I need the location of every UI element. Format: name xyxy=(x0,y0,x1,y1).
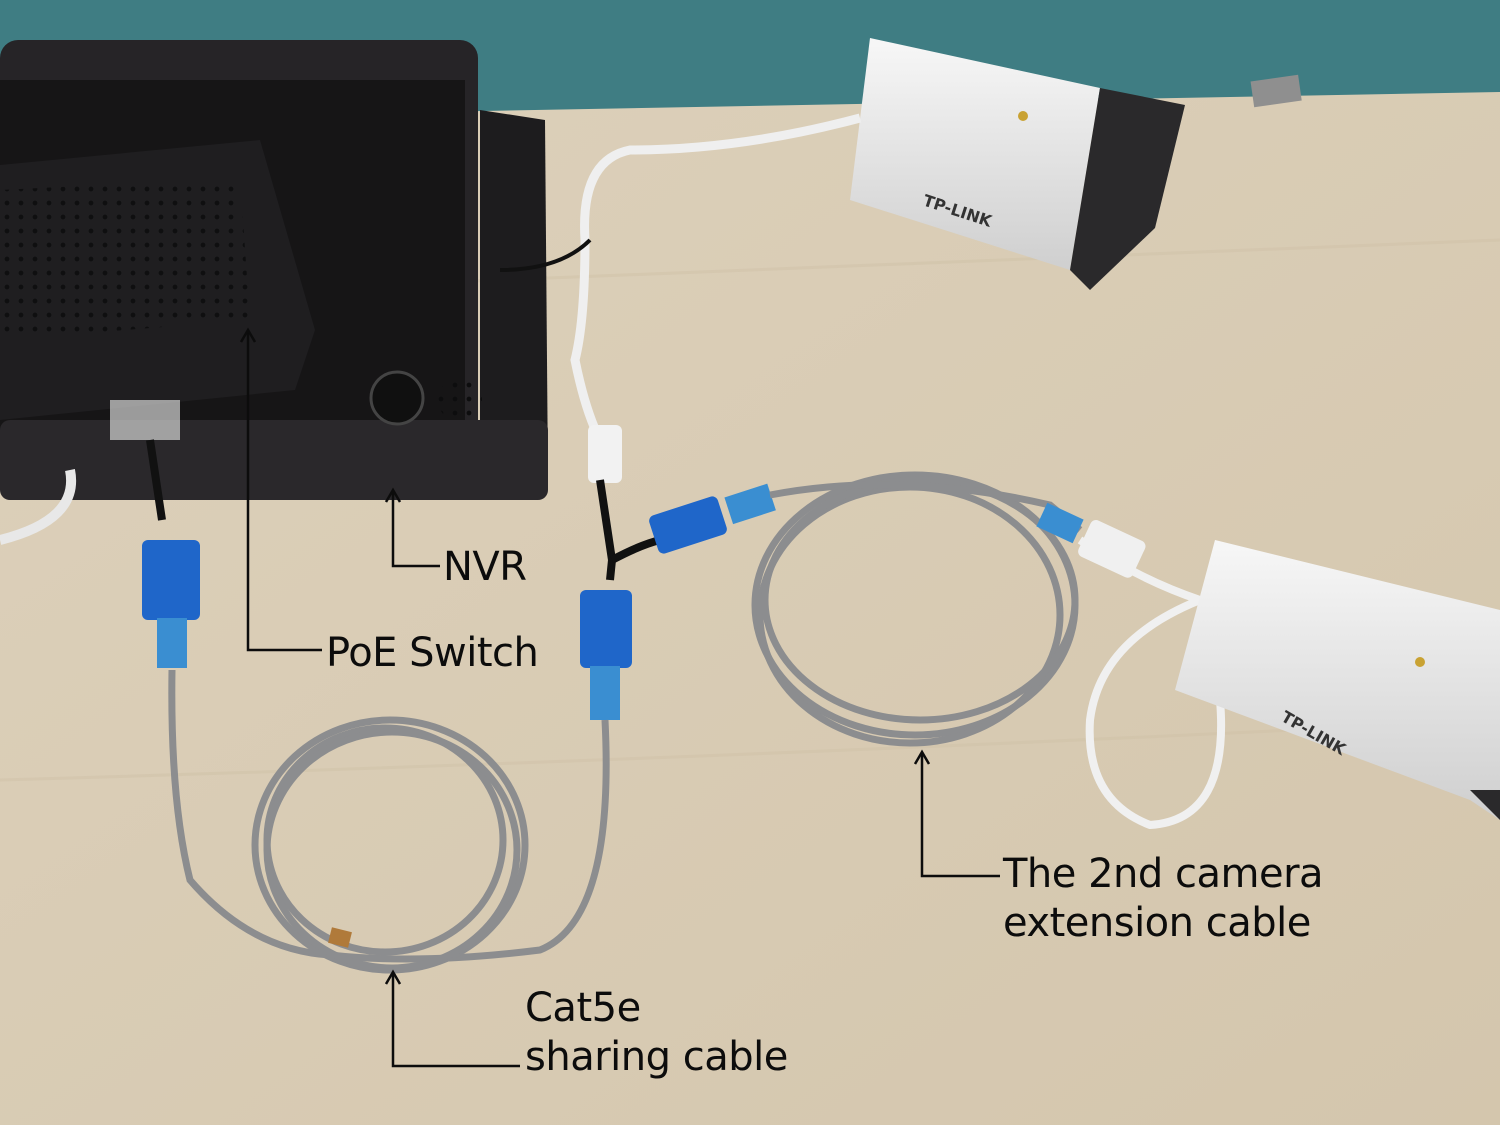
annotation-lines xyxy=(239,327,1000,1068)
wall-bracket xyxy=(1250,74,1302,108)
sharing-pointer xyxy=(391,972,520,1068)
nvr-label: NVR xyxy=(443,544,527,590)
sharing-cable-label-line1: Cat5e xyxy=(525,985,641,1031)
coupler-left xyxy=(142,540,200,668)
cat5e-coil xyxy=(168,669,610,974)
nvr-menu-dial xyxy=(369,370,425,426)
extension-cable-label-line2: extension cable xyxy=(1003,899,1311,946)
sharing-cable-label: Cat5e sharing cable xyxy=(525,984,788,1082)
poe-switch-label: PoE Switch xyxy=(326,630,539,676)
extension-pointer xyxy=(920,752,1000,878)
sharing-cable-label-line2: sharing cable xyxy=(525,1033,788,1080)
coupler-right xyxy=(649,483,776,554)
camera-top: TP-LINK xyxy=(850,38,1185,290)
coupler-middle xyxy=(580,590,632,720)
extension-coil xyxy=(751,471,1083,747)
nvr-pointer xyxy=(391,492,440,568)
extension-cable-label: The 2nd camera extension cable xyxy=(1003,850,1324,948)
poe-switch-device xyxy=(0,140,315,440)
extension-cable-label-line1: The 2nd camera xyxy=(1003,851,1324,897)
poe-pointer xyxy=(246,330,322,652)
